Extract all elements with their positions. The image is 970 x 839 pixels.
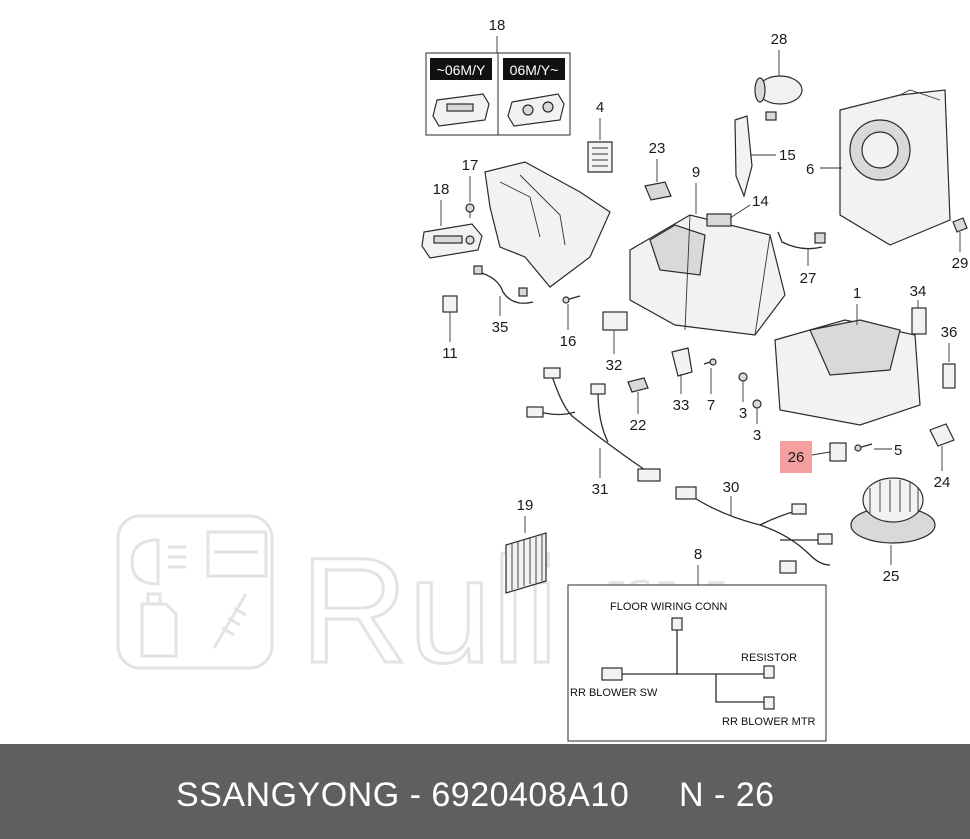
floor-wiring-conn-label: FLOOR WIRING CONN [610, 601, 727, 613]
nut-3b-part [752, 399, 762, 409]
sensor-27-part [777, 231, 826, 250]
callout-3a: 3 [739, 405, 747, 422]
variant-box: ~06M/Y 06M/Y~ [425, 52, 571, 136]
callout-27: 27 [800, 270, 817, 287]
footer-bar [0, 744, 970, 839]
wiring-box-frame [567, 584, 827, 742]
variant-left-label: ~06M/Y [437, 62, 486, 78]
clip-29-part [952, 217, 968, 233]
relay-26-part [829, 442, 847, 462]
callout-29: 29 [952, 255, 969, 272]
screw-16-part [562, 295, 581, 304]
callout-33: 33 [673, 397, 690, 414]
actuator-23-part [644, 181, 672, 201]
callout-6: 6 [806, 161, 814, 178]
callout-36: 36 [941, 324, 958, 341]
headlight-icon [130, 538, 186, 586]
resistor-label: RESISTOR [741, 652, 797, 664]
wire-harness-30-part [675, 486, 833, 574]
callout-16: 16 [560, 333, 577, 350]
screw-17-part [465, 203, 475, 218]
callout-25: 25 [883, 568, 900, 585]
callout-4: 4 [596, 99, 604, 116]
control-panel-part [421, 223, 483, 259]
callout-1: 1 [853, 285, 861, 302]
callout-26-highlight [780, 441, 812, 473]
callout-15: 15 [779, 147, 796, 164]
callout-22: 22 [630, 417, 647, 434]
callout-19: 19 [517, 497, 534, 514]
rr-blower-sw-label: RR BLOWER SW [570, 687, 658, 699]
car-door-icon [206, 530, 268, 578]
callout-24: 24 [934, 474, 951, 491]
shock-absorber-icon [212, 593, 248, 649]
wire-harness-35-part [473, 265, 534, 304]
bracket-33-part [671, 347, 693, 377]
callout-7: 7 [707, 397, 715, 414]
connector-24-part [929, 423, 955, 447]
callout-5: 5 [894, 442, 902, 459]
sensor-22-part [627, 377, 649, 393]
callout-35: 35 [492, 319, 509, 336]
callout-17: 17 [462, 157, 479, 174]
callout-26: 26 [788, 449, 805, 466]
callout-28: 28 [771, 31, 788, 48]
callout-23: 23 [649, 140, 666, 157]
hvac-unit-9-part [629, 214, 786, 336]
blower-motor-25-part [850, 477, 936, 544]
resistor-36-part [942, 363, 956, 389]
connector-32-part [602, 311, 628, 331]
air-duct-part [484, 161, 611, 288]
oil-bottle-icon [140, 592, 178, 658]
evaporator-case-1-part [774, 319, 921, 426]
resistor-symbol [763, 665, 775, 679]
wiring-schematic-box: FLOOR WIRING CONN RESISTOR RR BLOWER SW … [567, 584, 827, 742]
rr-blower-sw-symbol [601, 667, 623, 681]
actuator-14-part [706, 213, 732, 227]
callout-14: 14 [752, 193, 769, 210]
exploded-parts-diagram: Ruli.ru ~06M/Y 06M/Y~ 18 18 [116, 17, 969, 742]
footer-part-number: SSANGYONG - 6920408A10 N - 26 [176, 776, 775, 814]
control-panel-old-icon [432, 93, 490, 127]
callout-32: 32 [606, 357, 623, 374]
expansion-valve-34-part [911, 307, 927, 335]
nut-3a-part [738, 372, 748, 382]
callout-18-top: 18 [489, 17, 506, 34]
callout-3b: 3 [753, 427, 761, 444]
motor-28-part [754, 75, 803, 121]
callout-30: 30 [723, 479, 740, 496]
variant-left-tag [430, 58, 492, 80]
callout-31: 31 [592, 481, 609, 498]
bracket-15-part [734, 115, 753, 198]
callout-18-side: 18 [433, 181, 450, 198]
callout-8: 8 [694, 546, 702, 563]
air-filter-19-part [505, 532, 547, 594]
relay-11-part [442, 295, 458, 313]
rr-blower-mtr-symbol [763, 696, 775, 710]
variant-right-label: 06M/Y~ [510, 62, 559, 78]
control-panel-new-icon [507, 93, 565, 127]
variant-right-tag [503, 58, 565, 80]
callout-34: 34 [910, 283, 927, 300]
vent-4-part [587, 141, 613, 173]
rear-blower-housing-6-part [839, 89, 951, 246]
wire-harness-31-part [526, 367, 661, 482]
screw-7-part [703, 358, 717, 366]
callout-9: 9 [692, 164, 700, 181]
callout-11: 11 [442, 345, 458, 362]
rr-blower-mtr-label: RR BLOWER MTR [722, 716, 816, 728]
floor-wiring-conn-symbol [671, 617, 683, 631]
screw-5-part [854, 443, 873, 452]
watermark-frame [116, 514, 274, 670]
